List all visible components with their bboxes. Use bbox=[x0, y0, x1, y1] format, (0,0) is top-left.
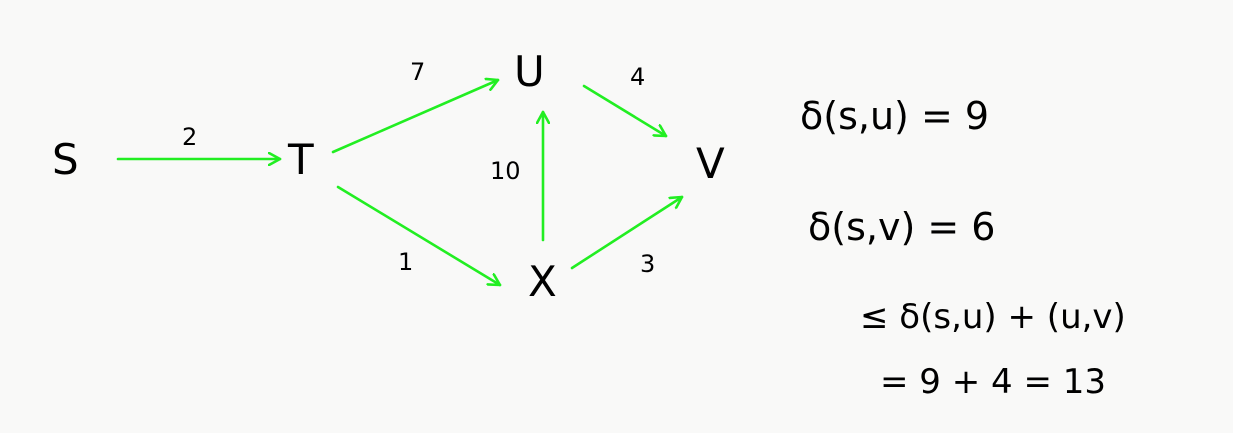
node-v: V bbox=[696, 139, 725, 188]
weight-x-u: 10 bbox=[490, 157, 521, 185]
weight-t-x: 1 bbox=[398, 248, 413, 276]
weight-x-v: 3 bbox=[640, 250, 655, 278]
weight-u-v: 4 bbox=[630, 63, 645, 91]
node-x: X bbox=[528, 257, 557, 306]
note-sum: = 9 + 4 = 13 bbox=[880, 362, 1106, 402]
weight-s-t: 2 bbox=[182, 123, 197, 151]
node-u: U bbox=[514, 47, 545, 96]
weight-t-u: 7 bbox=[410, 58, 425, 86]
note-delta-s-v: δ(s,v) = 6 bbox=[808, 205, 995, 249]
edge-x-v bbox=[570, 195, 684, 270]
node-t: T bbox=[287, 135, 314, 184]
node-s: S bbox=[52, 135, 79, 184]
edge-u-v bbox=[582, 84, 668, 138]
note-inequality: ≤ δ(s,u) + (u,v) bbox=[860, 297, 1126, 337]
edge-t-x bbox=[336, 185, 502, 287]
note-delta-s-u: δ(s,u) = 9 bbox=[800, 94, 989, 138]
edge-t-u bbox=[331, 80, 500, 154]
